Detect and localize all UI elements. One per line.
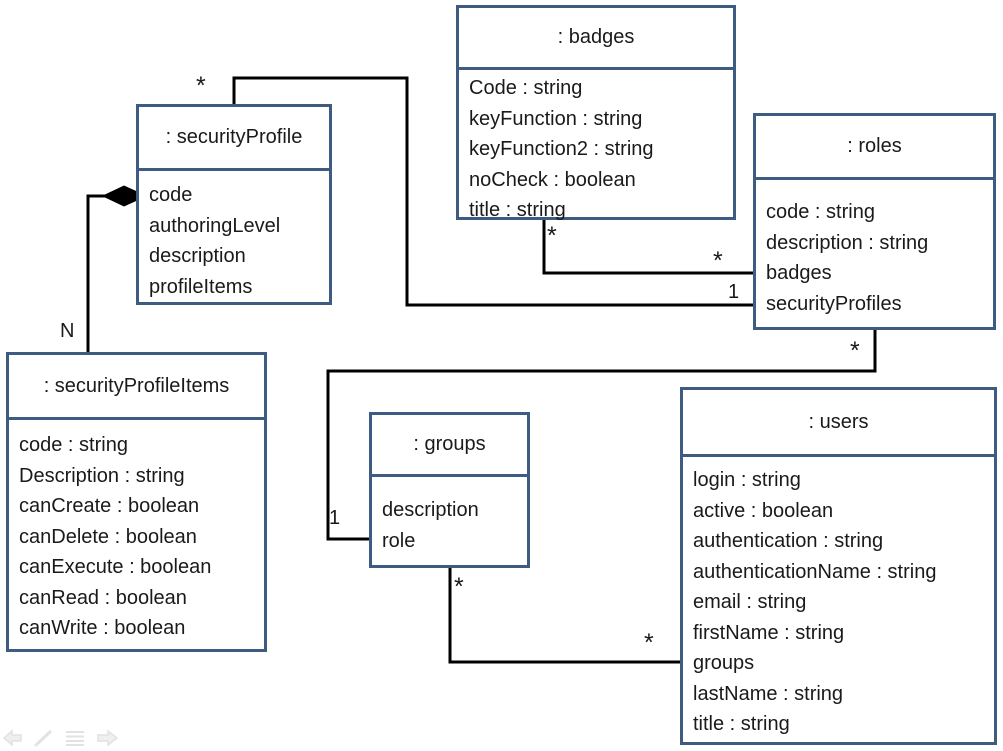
next-slide-icon[interactable] xyxy=(95,728,119,748)
class-attribute: canExecute : boolean xyxy=(19,556,212,578)
multiplicity-label: * xyxy=(454,573,464,601)
class-attribute: Code : string xyxy=(469,77,583,99)
class-title: : users xyxy=(683,390,994,457)
class-attribute: active : boolean xyxy=(693,499,834,522)
class-title: : roles xyxy=(756,116,993,180)
class-attribute: lastName : string xyxy=(693,682,844,705)
class-title: : badges xyxy=(459,8,733,70)
class-attribute: canDelete : boolean xyxy=(19,525,197,548)
class-attribute: code : string xyxy=(19,434,128,456)
class-attribute: title : string xyxy=(469,199,566,221)
class-attribute-list: description role xyxy=(372,477,527,556)
class-attribute-list: Code : string keyFunction : string keyFunc… xyxy=(459,70,733,226)
class-attribute: authoringLevel xyxy=(149,214,281,237)
multiplicity-label: * xyxy=(644,629,654,657)
class-attribute: code : string xyxy=(766,201,875,223)
class-attribute: noCheck : boolean xyxy=(469,168,636,191)
class-title: : securityProfileItems xyxy=(9,355,264,420)
class-attribute: description xyxy=(382,499,479,521)
slide-menu-icon[interactable] xyxy=(63,728,87,748)
class-attribute: groups xyxy=(693,652,755,674)
class-attribute: keyFunction : string xyxy=(469,107,643,130)
class-attribute: title : string xyxy=(693,713,790,735)
multiplicity-label: 1 xyxy=(329,507,341,529)
class-attribute: Description : string xyxy=(19,464,185,487)
class-attribute-list: login : string active : boolean authentica… xyxy=(683,457,994,740)
class-box-users: : users login : string active : boolean au… xyxy=(680,387,997,745)
class-attribute: firstName : string xyxy=(693,621,845,644)
class-attribute: login : string xyxy=(693,469,801,491)
pen-icon[interactable] xyxy=(32,728,56,748)
multiplicity-label: * xyxy=(850,337,860,365)
class-attribute-list: code : string description : string badges s… xyxy=(756,180,993,319)
class-attribute: description xyxy=(149,245,246,267)
class-attribute: canRead : boolean xyxy=(19,586,187,609)
multiplicity-label: N xyxy=(60,320,75,342)
connector-securityprofile-securityprofileitems xyxy=(86,194,106,352)
multiplicity-label: * xyxy=(547,222,557,250)
class-attribute: badges xyxy=(766,262,832,284)
slideshow-toolbar xyxy=(2,728,122,750)
class-attribute: keyFunction2 : string xyxy=(469,138,654,160)
class-attribute: email : string xyxy=(693,591,807,613)
class-box-groups: : groups description role xyxy=(369,412,530,568)
class-attribute: canCreate : boolean xyxy=(19,495,200,517)
class-attribute: code xyxy=(149,184,193,206)
class-attribute: description : string xyxy=(766,231,929,254)
multiplicity-label: 1 xyxy=(728,281,740,303)
class-box-roles: : roles code : string description : strin… xyxy=(753,113,996,330)
multiplicity-label: * xyxy=(713,247,723,275)
class-attribute: securityProfiles xyxy=(766,292,902,315)
class-attribute: authenticationName : string xyxy=(693,560,937,583)
class-attribute: authentication : string xyxy=(693,530,884,552)
class-attribute-list: code authoringLevel description profileItem… xyxy=(139,171,329,302)
class-title: : groups xyxy=(372,415,527,477)
multiplicity-label: * xyxy=(196,72,206,100)
class-attribute: profileItems xyxy=(149,275,253,298)
class-attribute: role xyxy=(382,529,416,552)
class-attribute: canWrite : boolean xyxy=(19,617,186,639)
class-box-securityprofile: : securityProfile code authoringLevel desc… xyxy=(136,104,332,305)
class-title: : securityProfile xyxy=(139,107,329,171)
previous-slide-icon[interactable] xyxy=(2,728,24,748)
class-box-badges: : badges Code : string keyFunction : stri… xyxy=(456,5,736,221)
